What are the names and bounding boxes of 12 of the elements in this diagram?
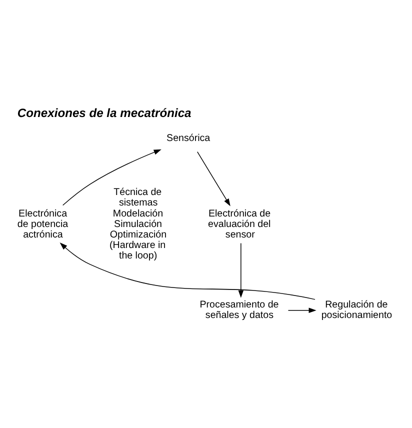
node-text: Electrónica de potencia actrónica: [17, 208, 68, 240]
node-text: Sensórica: [166, 132, 210, 144]
arrow: [238, 242, 244, 298]
arrow: [197, 150, 230, 206]
label: Técnica de sistemas Modelación Simulación Optimización (Hardware in the loop): [110, 186, 167, 262]
arrow: [288, 307, 316, 313]
diagram-title: Conexiones de la mecatrónica: [17, 105, 192, 120]
arrow: [60, 242, 316, 300]
node-text: Procesamiento de señales y datos: [200, 299, 279, 321]
node-text: Electrónica de evaluación del sensor: [208, 208, 271, 240]
node-text: Regulación de posicionamiento: [321, 299, 392, 321]
arrow: [62, 148, 162, 206]
